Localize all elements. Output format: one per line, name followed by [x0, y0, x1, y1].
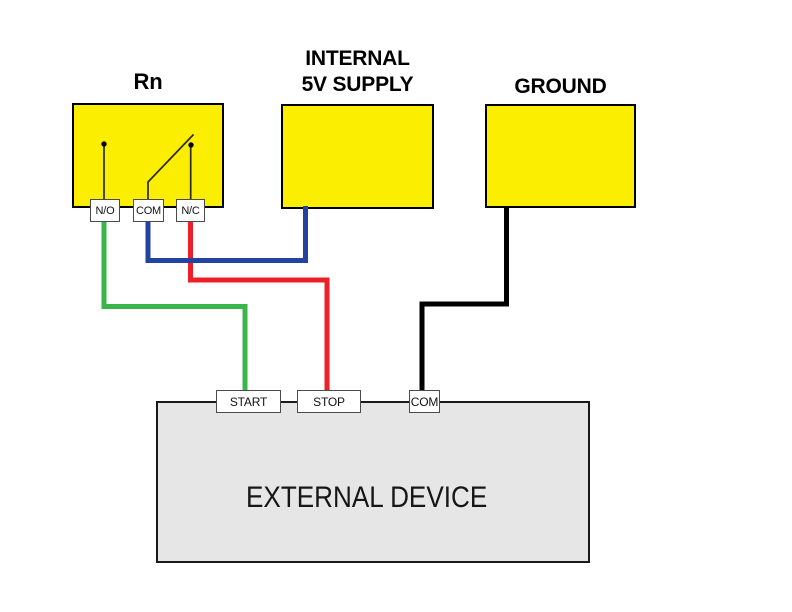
- device-terminal-start: START: [216, 390, 281, 413]
- relay-terminal-com: COM: [133, 199, 164, 222]
- device-terminal-com: COM: [409, 390, 440, 413]
- internal-5v-supply-box: [281, 104, 434, 209]
- blue-wire: [145, 206, 308, 263]
- supply-title-line1: INTERNAL: [305, 47, 410, 70]
- relay-terminal-com-label: COM: [135, 204, 162, 217]
- ground-title: GROUND: [514, 75, 607, 98]
- black-wire: [419, 207, 509, 400]
- relay-terminal-no-label: N/O: [95, 204, 115, 217]
- device-terminal-start-label: START: [229, 394, 268, 409]
- relay-common-arm-line: [147, 133, 195, 200]
- device-terminal-stop-label: STOP: [313, 394, 345, 409]
- external-device-title: EXTERNAL DEVICE: [246, 481, 488, 514]
- device-terminal-com-label: COM: [410, 394, 439, 409]
- relay-nc-contact-dot: [188, 142, 194, 148]
- relay-terminal-nc-label: N/C: [181, 204, 200, 217]
- green-wire: [101, 212, 248, 400]
- ground-box: [485, 104, 636, 208]
- red-wire: [188, 212, 330, 400]
- supply-title: INTERNAL 5V SUPPLY: [276, 46, 439, 98]
- relay-no-contact-dot: [101, 141, 107, 147]
- external-device-box: [156, 401, 590, 563]
- relay-title: Rn: [133, 69, 163, 94]
- supply-title-line2: 5V SUPPLY: [301, 73, 414, 96]
- device-terminal-stop: STOP: [297, 390, 361, 413]
- relay-terminal-nc: N/C: [176, 199, 205, 222]
- relay-terminal-no: N/O: [90, 199, 120, 222]
